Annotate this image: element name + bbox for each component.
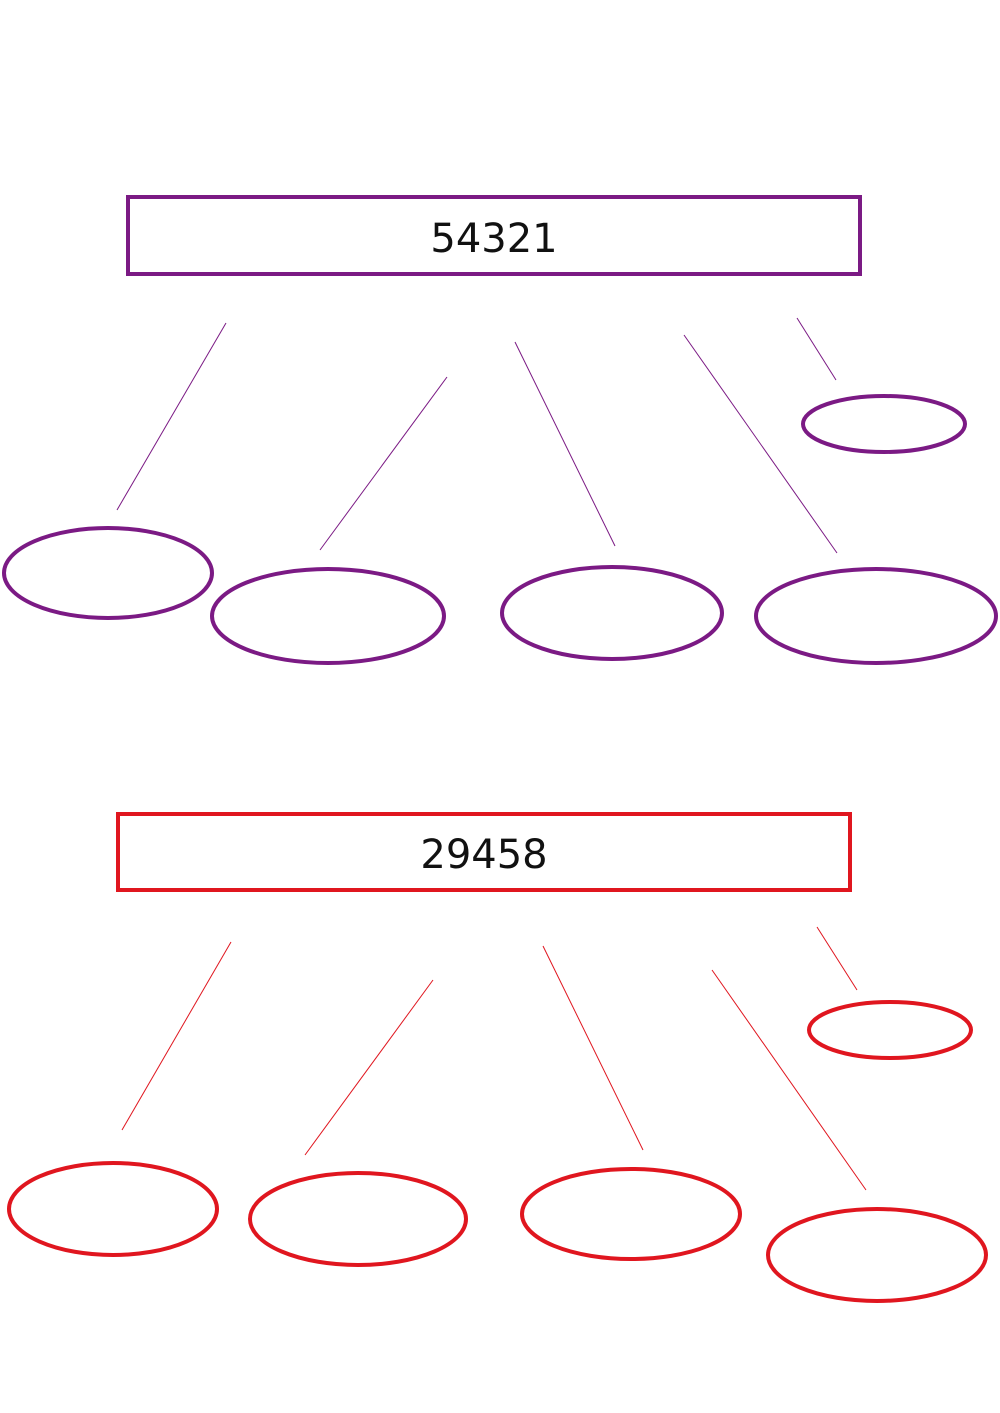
answer-oval-1-4[interactable] (754, 567, 998, 665)
diagram-2: 29458 (7, 812, 988, 1303)
number-box-2 (116, 812, 852, 892)
answer-oval-1-5[interactable] (801, 394, 967, 454)
branch-line-2-1 (121, 941, 232, 1131)
branch-line-1-1 (116, 322, 227, 511)
number-box-1 (126, 195, 862, 276)
branch-line-1-4 (683, 334, 838, 554)
branch-line-2-4 (711, 969, 867, 1191)
branch-line-1-2 (319, 376, 448, 551)
branch-line-2-5 (816, 926, 858, 991)
branch-line-1-3 (514, 341, 616, 547)
answer-oval-1-2[interactable] (210, 567, 446, 665)
number-label-2: 29458 (420, 832, 547, 878)
diagram-1: 54321 (2, 195, 998, 665)
answer-oval-2-4[interactable] (766, 1207, 988, 1303)
answer-oval-2-5[interactable] (807, 1000, 973, 1060)
answer-oval-1-3[interactable] (500, 565, 724, 661)
answer-oval-2-1[interactable] (7, 1161, 219, 1257)
branch-line-1-5 (796, 317, 837, 381)
branch-line-2-3 (542, 945, 644, 1151)
branch-line-2-2 (304, 979, 434, 1156)
answer-oval-2-2[interactable] (248, 1171, 468, 1267)
answer-oval-1-1[interactable] (2, 526, 214, 620)
answer-oval-2-3[interactable] (520, 1167, 742, 1261)
number-label-1: 54321 (430, 216, 557, 262)
